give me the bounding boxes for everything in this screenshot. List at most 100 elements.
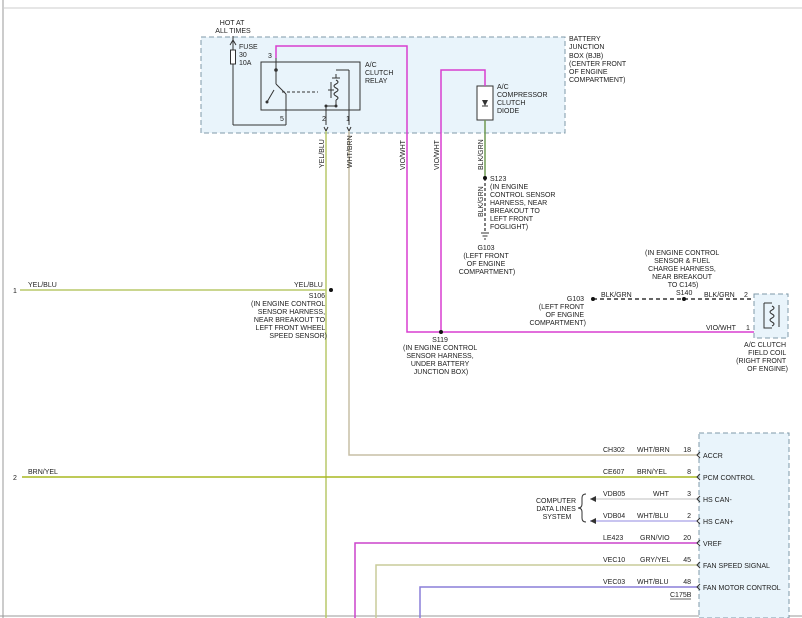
s123-line: HARNESS, NEAR <box>490 200 547 207</box>
wire-label-wht-brn: WHT/BRN <box>347 135 354 168</box>
s140-line: (IN ENGINE CONTROL <box>645 250 719 257</box>
wire-label-vio-wht: VIO/WHT <box>434 139 441 170</box>
pin-function: HS CAN- <box>703 497 732 504</box>
pin-number: 18 <box>683 447 691 454</box>
pin-terminal-icon <box>696 561 701 569</box>
relay-contact-dot <box>274 68 278 72</box>
can-minus-arrow-icon <box>590 496 596 502</box>
clutch-coil-label: A/C CLUTCH FIELD COIL (RIGHT FRONT OF EN… <box>736 342 788 373</box>
pin-number: 8 <box>687 469 691 476</box>
splice-s140-label: S140 <box>676 290 692 297</box>
fuse-icon <box>230 49 236 65</box>
pcm-row: LE423 GRN/VIO 20 VREF <box>603 535 722 548</box>
ground-g103-right-dot <box>591 297 595 301</box>
vio-wht-wire-relay <box>275 45 441 333</box>
wire-label-blk-grn: BLK/GRN <box>601 292 632 299</box>
splice-s123-dot <box>483 176 487 180</box>
coil-pin-1: 1 <box>746 325 750 332</box>
relay-pin-3: 3 <box>268 53 272 60</box>
wire-label-yel-blu: YEL/BLU <box>28 282 57 289</box>
s140-line: SENSOR & FUEL <box>654 258 710 265</box>
pin-number: 20 <box>683 535 691 542</box>
connector-c175b-label: C175B <box>670 592 692 599</box>
wire-label-blk-grn: BLK/GRN <box>478 186 485 217</box>
splice-s106-dot <box>329 288 333 292</box>
g103r-line: COMPARTMENT) <box>529 320 586 327</box>
bjb-label-line: BOX (BJB) <box>569 53 603 60</box>
wire-label-brn-yel: BRN/YEL <box>28 469 58 476</box>
gry-yel-wire <box>375 564 698 618</box>
coil-label-line: A/C CLUTCH <box>744 342 786 349</box>
g103-line: (LEFT FRONT <box>463 253 509 260</box>
pin-number: 2 <box>687 513 691 520</box>
wire-color: GRN/VIO <box>640 535 670 542</box>
pin-function: VREF <box>703 541 722 548</box>
bjb-label: BATTERY JUNCTION BOX (BJB) (CENTER FRONT… <box>569 36 628 84</box>
coil-label-line: OF ENGINE) <box>747 366 788 373</box>
s119-line: SENSOR HARNESS, <box>406 353 473 360</box>
pcm-row: CE607 BRN/YEL 8 PCM CONTROL <box>603 469 755 482</box>
s123-line: LEFT FRONT <box>490 216 534 223</box>
fuse-label: FUSE 30 10A <box>239 44 260 67</box>
pin-function: ACCR <box>703 453 723 460</box>
pin-function: HS CAN+ <box>703 519 734 526</box>
pin-number: 48 <box>683 579 691 586</box>
grn-vio-wire <box>354 542 698 618</box>
bjb-label-line: BATTERY <box>569 36 601 43</box>
bjb-label-line: (CENTER FRONT <box>569 61 627 68</box>
s106-line: (IN ENGINE CONTROL <box>251 301 325 308</box>
coil-label-line: FIELD COIL <box>748 350 786 357</box>
wire-color: WHT/BLU <box>637 579 669 586</box>
pcm-row: VDB04 WHT/BLU 2 HS CAN+ <box>603 513 734 526</box>
splice-s140-desc: (IN ENGINE CONTROL SENSOR & FUEL CHARGE … <box>645 250 721 289</box>
relay-coil-icon <box>333 79 339 101</box>
splice-s119-label: S119 (IN ENGINE CONTROL SENSOR HARNESS, … <box>403 337 479 376</box>
circuit-id: VDB04 <box>603 513 625 520</box>
s140-line: TO C145) <box>668 282 699 289</box>
s140-line: CHARGE HARNESS, <box>648 266 716 273</box>
wire-label-yel-blu: YEL/BLU <box>319 139 326 168</box>
wire-label-blk-grn: BLK/GRN <box>478 139 485 170</box>
fuse-arrow <box>229 39 237 46</box>
pin-number: 45 <box>683 557 691 564</box>
relay-pin-2: 2 <box>322 116 326 123</box>
fuse-label-line: FUSE <box>239 44 258 51</box>
bjb-label-line: COMPARTMENT) <box>569 77 626 84</box>
relay-label: A/C CLUTCH RELAY <box>365 62 395 85</box>
ground-icon <box>481 232 489 240</box>
splice-s119-dot <box>439 330 443 334</box>
coil-pin-2: 2 <box>744 292 748 299</box>
diode-label-line: DIODE <box>497 108 520 115</box>
pin-terminal-icon <box>696 473 701 481</box>
bjb-label-line: OF ENGINE <box>569 69 608 76</box>
pcm-terminals <box>696 451 701 591</box>
relay-switch-pivot <box>265 100 269 104</box>
data-lines-line: SYSTEM <box>543 514 572 521</box>
coil-frame <box>763 302 772 329</box>
wht-blu-wire <box>419 586 698 618</box>
ac-clutch-relay <box>260 61 361 111</box>
pin-terminal-icon <box>696 451 701 459</box>
ground-g103-top-label: G103 (LEFT FRONT OF ENGINE COMPARTMENT) <box>459 245 516 276</box>
battery-junction-box <box>200 36 566 134</box>
hot-at-all-times-label: HOT AT ALL TIMES <box>215 20 251 35</box>
circuit-id: CE607 <box>603 469 625 476</box>
hot-label-line: HOT AT <box>220 20 245 27</box>
pin-function: FAN SPEED SIGNAL <box>703 563 770 570</box>
s140-line: NEAR BREAKOUT <box>652 274 713 281</box>
g103r-line: (LEFT FRONT <box>539 304 585 311</box>
pcm-row: VEC03 WHT/BLU 48 FAN MOTOR CONTROL <box>603 579 781 592</box>
s119-line: UNDER BATTERY <box>411 361 470 368</box>
coil-label-line: (RIGHT FRONT <box>736 358 787 365</box>
pin-terminal-icon <box>696 517 701 525</box>
relay-switch-blade <box>266 89 275 103</box>
relay-pin-1: 1 <box>346 116 350 123</box>
diode-label: A/C COMPRESSOR CLUTCH DIODE <box>497 84 550 115</box>
s119-line: S119 <box>432 337 448 344</box>
coil-icon <box>769 305 775 327</box>
s106-line: S106 <box>309 293 325 300</box>
pin-function: PCM CONTROL <box>703 475 755 482</box>
ref-marker-1: 1 <box>13 288 17 295</box>
circuit-id: VEC03 <box>603 579 625 586</box>
